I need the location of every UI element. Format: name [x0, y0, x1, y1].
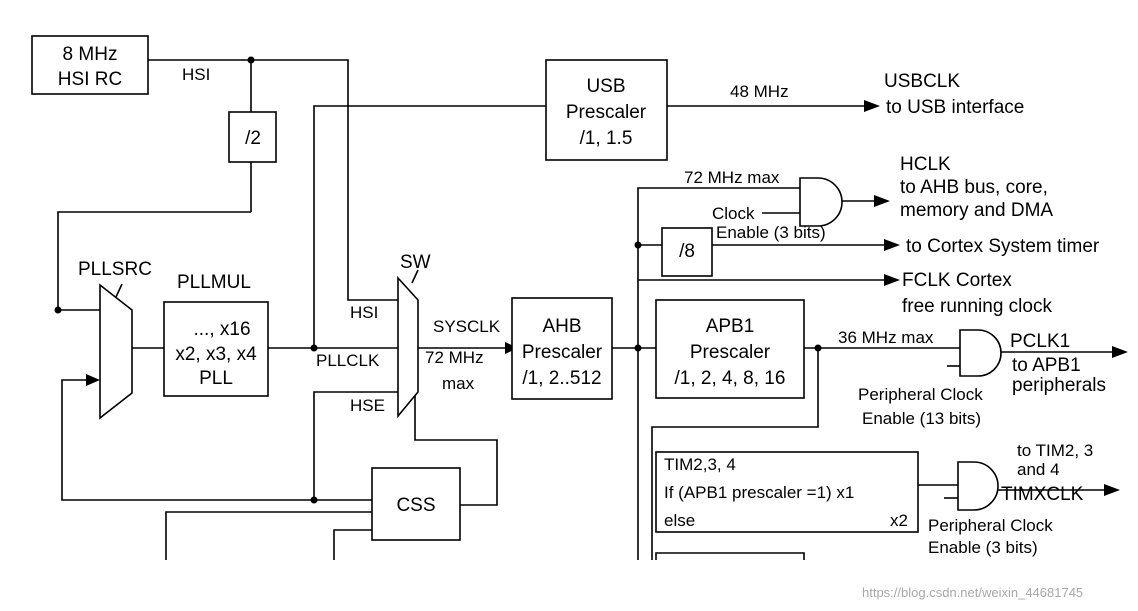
pclk1-and-gate [959, 329, 1002, 377]
usb-line3: /1, 1.5 [580, 128, 633, 149]
apb1-line1: APB1 [706, 316, 755, 337]
tim-line2: If (APB1 prescaler =1) x1 [664, 483, 854, 502]
usb-line1: USB [586, 76, 625, 97]
sysclk-max: max [442, 374, 475, 393]
timxclk-and-gate [957, 461, 999, 511]
pce13-line1: Peripheral Clock [858, 385, 983, 404]
pllsrc-mux [99, 283, 133, 420]
hsi-rc-line2: HSI RC [58, 69, 122, 90]
usb-prescaler: USB Prescaler /1, 1.5 [545, 59, 668, 161]
tim-multiplier-block: TIM2,3, 4 If (APB1 prescaler =1) x1 else… [655, 451, 919, 533]
ahb-line3: /1, 2..512 [522, 368, 601, 389]
pce3-line2: Enable (3 bits) [928, 538, 1038, 557]
clock-label: Clock [712, 204, 755, 223]
watermark: https://blog.csdn.net/weixin_44681745 [862, 585, 1083, 600]
apb1-max-label: 36 MHz max [838, 328, 934, 347]
usb-freq-label: 48 MHz [730, 82, 789, 101]
tim-line3b: x2 [890, 511, 908, 530]
mux-hse-label: HSE [350, 396, 385, 415]
hclk-and-gate [799, 177, 843, 227]
pll-block: ..., x16 x2, x3, x4 PLL [163, 301, 269, 397]
pce3-line1: Peripheral Clock [928, 516, 1053, 535]
tim-line3a: else [664, 511, 695, 530]
fclk-desc: free running clock [902, 296, 1052, 317]
hclk-dest2: memory and DMA [900, 200, 1053, 221]
ahb-line1: AHB [542, 316, 581, 337]
cortex-timer-label: to Cortex System timer [906, 236, 1100, 257]
hsi-top-label: HSI [182, 65, 210, 84]
css-label: CSS [396, 495, 435, 516]
div2-label: /2 [245, 128, 261, 149]
fclk-label: FCLK Cortex [902, 270, 1012, 291]
sysclk-freq: 72 MHz [425, 348, 484, 367]
timxclk-label: TIMXCLK [1001, 484, 1084, 505]
pclk1-dest2: peripherals [1012, 375, 1106, 396]
usb-interface-label: to USB interface [886, 97, 1024, 118]
wires [57, 59, 1112, 560]
sw-label: SW [400, 252, 431, 273]
sw-mux [397, 275, 419, 419]
hclk-max-label: 72 MHz max [684, 168, 780, 187]
hclk-label: HCLK [900, 154, 951, 175]
pce13-line2: Enable (13 bits) [862, 409, 981, 428]
usbclk-label: USBCLK [884, 71, 960, 92]
css-block: CSS [371, 467, 461, 541]
clock-enable-label: Enable (3 bits) [716, 223, 826, 242]
pllsrc-label: PLLSRC [78, 259, 152, 280]
pllmul-label: PLLMUL [177, 272, 251, 293]
hsi-rc-line1: 8 MHz [63, 44, 118, 65]
div2-block: /2 [228, 111, 277, 163]
pll-line2: x2, x3, x4 [175, 344, 257, 365]
next-block-partial [655, 552, 805, 560]
tim-line1: TIM2,3, 4 [664, 455, 736, 474]
hclk-dest1: to AHB bus, core, [900, 177, 1048, 198]
hsi-rc-oscillator: 8 MHz HSI RC [31, 35, 149, 95]
labels: HSI PLLSRC PLLMUL SW HSI PLLCLK HSE SYSC… [78, 65, 1106, 600]
pclk1-label: PCLK1 [1010, 331, 1070, 352]
div8-block: /8 [661, 227, 713, 277]
ahb-prescaler: AHB Prescaler /1, 2..512 [511, 297, 613, 400]
arrowheads [86, 100, 1128, 496]
sysclk-label: SYSCLK [433, 317, 501, 336]
mux-hsi-label: HSI [350, 303, 378, 322]
pll-line3: PLL [199, 368, 233, 389]
pclk1-dest1: to APB1 [1012, 355, 1081, 376]
tim-dest1: to TIM2, 3 [1017, 441, 1093, 460]
apb1-line3: /1, 2, 4, 8, 16 [675, 368, 786, 389]
mux-pllclk-label: PLLCLK [316, 351, 380, 370]
div8-label: /8 [679, 241, 695, 262]
apb1-prescaler: APB1 Prescaler /1, 2, 4, 8, 16 [655, 299, 805, 399]
apb1-line2: Prescaler [690, 342, 771, 363]
usb-line2: Prescaler [566, 102, 647, 123]
ahb-line2: Prescaler [522, 342, 603, 363]
tim-dest2: and 4 [1017, 460, 1060, 479]
pll-line1: ..., x16 [193, 319, 250, 340]
junction-dots [54, 56, 822, 504]
